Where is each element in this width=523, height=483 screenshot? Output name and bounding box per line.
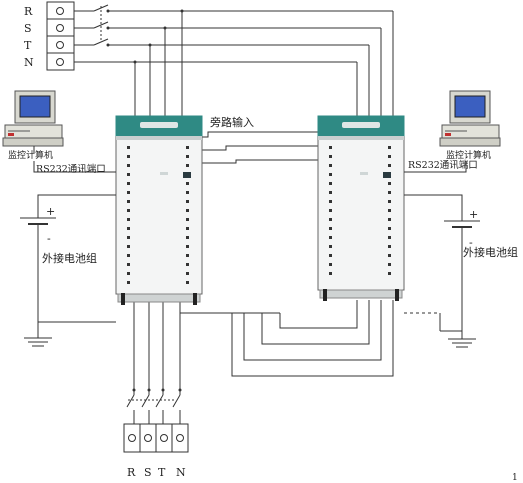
page-marker: 1 bbox=[512, 473, 518, 483]
bottom-output-terminal-block: R S T N bbox=[123, 423, 189, 479]
output-wires bbox=[126, 300, 394, 424]
right-computer-label: 监控计算机 bbox=[446, 149, 491, 161]
top-terminal-s: S bbox=[24, 22, 32, 35]
right-battery-minus: - bbox=[469, 236, 473, 249]
left-battery-bank bbox=[20, 194, 116, 347]
top-terminal-r: R bbox=[24, 5, 33, 18]
monitor-computer-right-icon bbox=[439, 90, 501, 147]
bottom-terminal-n: N bbox=[176, 466, 186, 479]
bypass-input-label: 旁路输入 bbox=[210, 115, 254, 129]
left-battery-plus: + bbox=[46, 205, 55, 218]
ups-cabinet-left bbox=[115, 115, 203, 305]
bypass-input-wires bbox=[200, 131, 318, 164]
top-input-wires bbox=[74, 4, 394, 116]
ups-cabinet-right bbox=[317, 115, 405, 301]
output-junction-dots bbox=[132, 388, 182, 392]
left-rs232-port-label: RS232通讯端口 bbox=[36, 163, 106, 175]
top-terminal-n: N bbox=[24, 56, 34, 69]
right-rs232-port-label: RS232通讯端口 bbox=[408, 159, 478, 171]
right-battery-label: 外接电池组 bbox=[463, 245, 518, 259]
bottom-terminal-s: S bbox=[144, 466, 152, 479]
right-battery-bank bbox=[404, 194, 480, 348]
right-battery-plus: + bbox=[469, 208, 478, 221]
left-computer-label: 监控计算机 bbox=[8, 149, 53, 161]
junction-dots bbox=[106, 9, 184, 64]
top-input-terminal-block: R S T N bbox=[24, 1, 75, 71]
bottom-terminal-t: T bbox=[158, 466, 166, 479]
left-battery-label: 外接电池组 bbox=[42, 251, 97, 265]
monitor-computer-left-icon bbox=[2, 90, 64, 147]
bottom-terminal-r: R bbox=[127, 466, 136, 479]
left-battery-minus: - bbox=[47, 232, 51, 245]
top-terminal-t: T bbox=[24, 39, 32, 52]
